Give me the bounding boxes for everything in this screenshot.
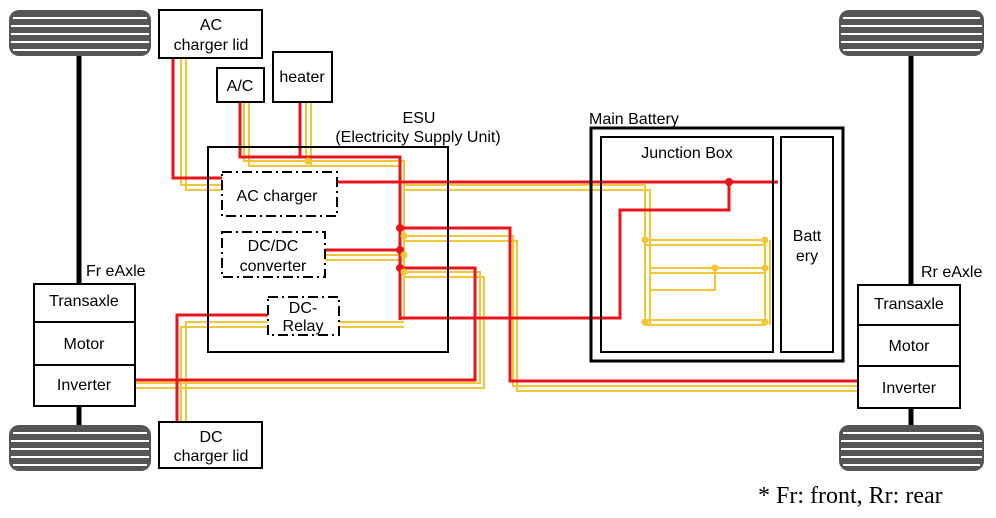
- fr-eaxle-box: [33, 283, 136, 407]
- ac-charger-box: [221, 171, 338, 217]
- heater-box: [272, 51, 333, 103]
- dcdc-label-2: converter: [240, 258, 307, 275]
- rr-inverter-label: Inverter: [882, 380, 937, 397]
- dc-charger-lid-box: [158, 421, 263, 469]
- connection-dots: [304, 157, 769, 326]
- tire-icon: [839, 10, 984, 56]
- dcdc-label-1: DC/DC: [248, 238, 299, 255]
- dc-relay-label-1: DC-: [289, 300, 317, 317]
- ac-unit-box: [216, 67, 265, 103]
- dc-relay-box: [267, 296, 340, 336]
- high-voltage-wiring: [135, 58, 858, 422]
- esu-title: ESU: [403, 110, 436, 127]
- main-battery-box: [589, 126, 845, 363]
- dc-charger-lid-label-2: charger lid: [174, 448, 249, 465]
- rr-eaxle-label: Rr eAxle: [921, 264, 982, 281]
- rr-motor-label: Motor: [889, 338, 931, 355]
- low-voltage-wiring: [135, 58, 858, 422]
- dc-charger-lid-label-1: DC: [199, 429, 222, 446]
- ac-charger-lid-label-2: charger lid: [174, 37, 249, 54]
- main-battery-title: Main Battery: [589, 111, 679, 128]
- tire-icon: [9, 425, 151, 471]
- heater-label: heater: [279, 69, 325, 86]
- ac-charger-lid-label-1: AC: [200, 17, 222, 34]
- fr-inverter-label: Inverter: [57, 377, 112, 394]
- battery-label-1: Batt: [793, 228, 822, 245]
- ac-charger-label: AC charger: [237, 188, 319, 205]
- rr-transaxle-label: Transaxle: [874, 296, 944, 313]
- tire-icon: [9, 10, 151, 56]
- ac-charger-lid-box: [158, 9, 263, 59]
- battery-label-2: ery: [796, 248, 818, 265]
- dcdc-converter-box: [221, 231, 326, 278]
- junction-box-label: Junction Box: [641, 145, 733, 162]
- esu-box: [207, 146, 449, 353]
- dc-relay-label-2: Relay: [283, 318, 324, 335]
- junction-box: [600, 136, 774, 353]
- fr-motor-label: Motor: [64, 336, 106, 353]
- footnote: * Fr: front, Rr: rear: [758, 483, 943, 509]
- fr-eaxle-label: Fr eAxle: [86, 263, 146, 280]
- ac-unit-label: A/C: [227, 78, 254, 95]
- tire-icon: [839, 425, 984, 471]
- fr-transaxle-label: Transaxle: [49, 293, 119, 310]
- battery-cell-box: [780, 136, 834, 353]
- rr-eaxle-box: [857, 284, 961, 409]
- esu-subtitle: (Electricity Supply Unit): [335, 129, 500, 146]
